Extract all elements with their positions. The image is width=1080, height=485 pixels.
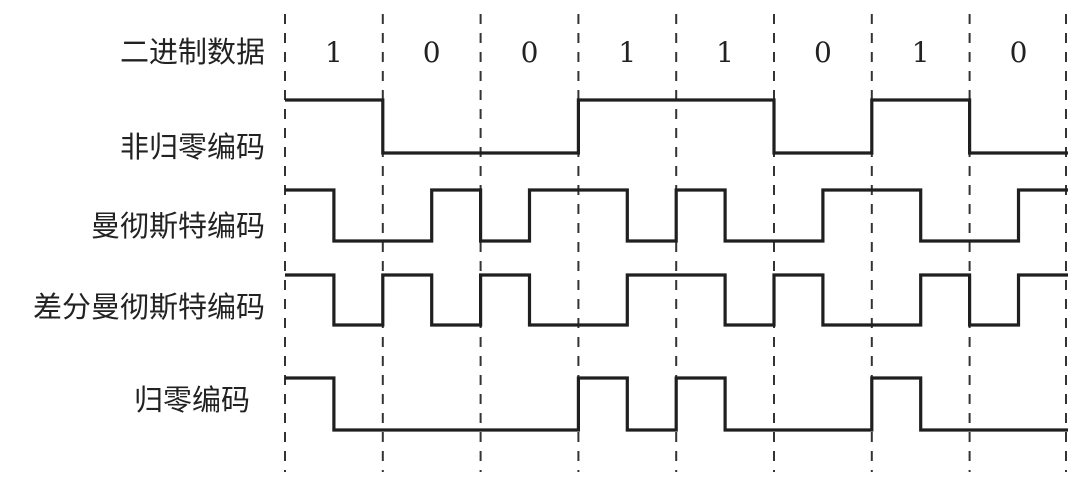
label-nrz: 非归零编码 [120,130,265,164]
rz-waveform [285,376,1068,432]
label-diff-manchester: 差分曼彻斯特编码 [33,290,265,324]
bit-value: 0 [814,36,832,69]
label-binary-data: 二进制数据 [120,35,265,69]
manchester-waveform [285,188,1068,243]
bit-values: 1 0 0 1 1 0 1 0 [325,36,1027,69]
nrz-waveform [285,98,1068,155]
bit-value: 0 [423,36,441,69]
bit-value: 1 [716,36,734,69]
label-manchester: 曼彻斯特编码 [91,209,265,243]
row-labels: 二进制数据 非归零编码 曼彻斯特编码 差分曼彻斯特编码 归零编码 [33,35,265,417]
label-rz: 归零编码 [134,383,250,417]
diff-manchester-waveform [285,273,1068,327]
bit-value: 1 [325,36,343,69]
bit-boundary-grid [284,14,1067,472]
bit-value: 1 [618,36,636,69]
waveforms [285,98,1068,432]
bit-value: 0 [521,36,539,69]
bit-value: 0 [1010,36,1028,69]
bit-value: 1 [912,36,930,69]
